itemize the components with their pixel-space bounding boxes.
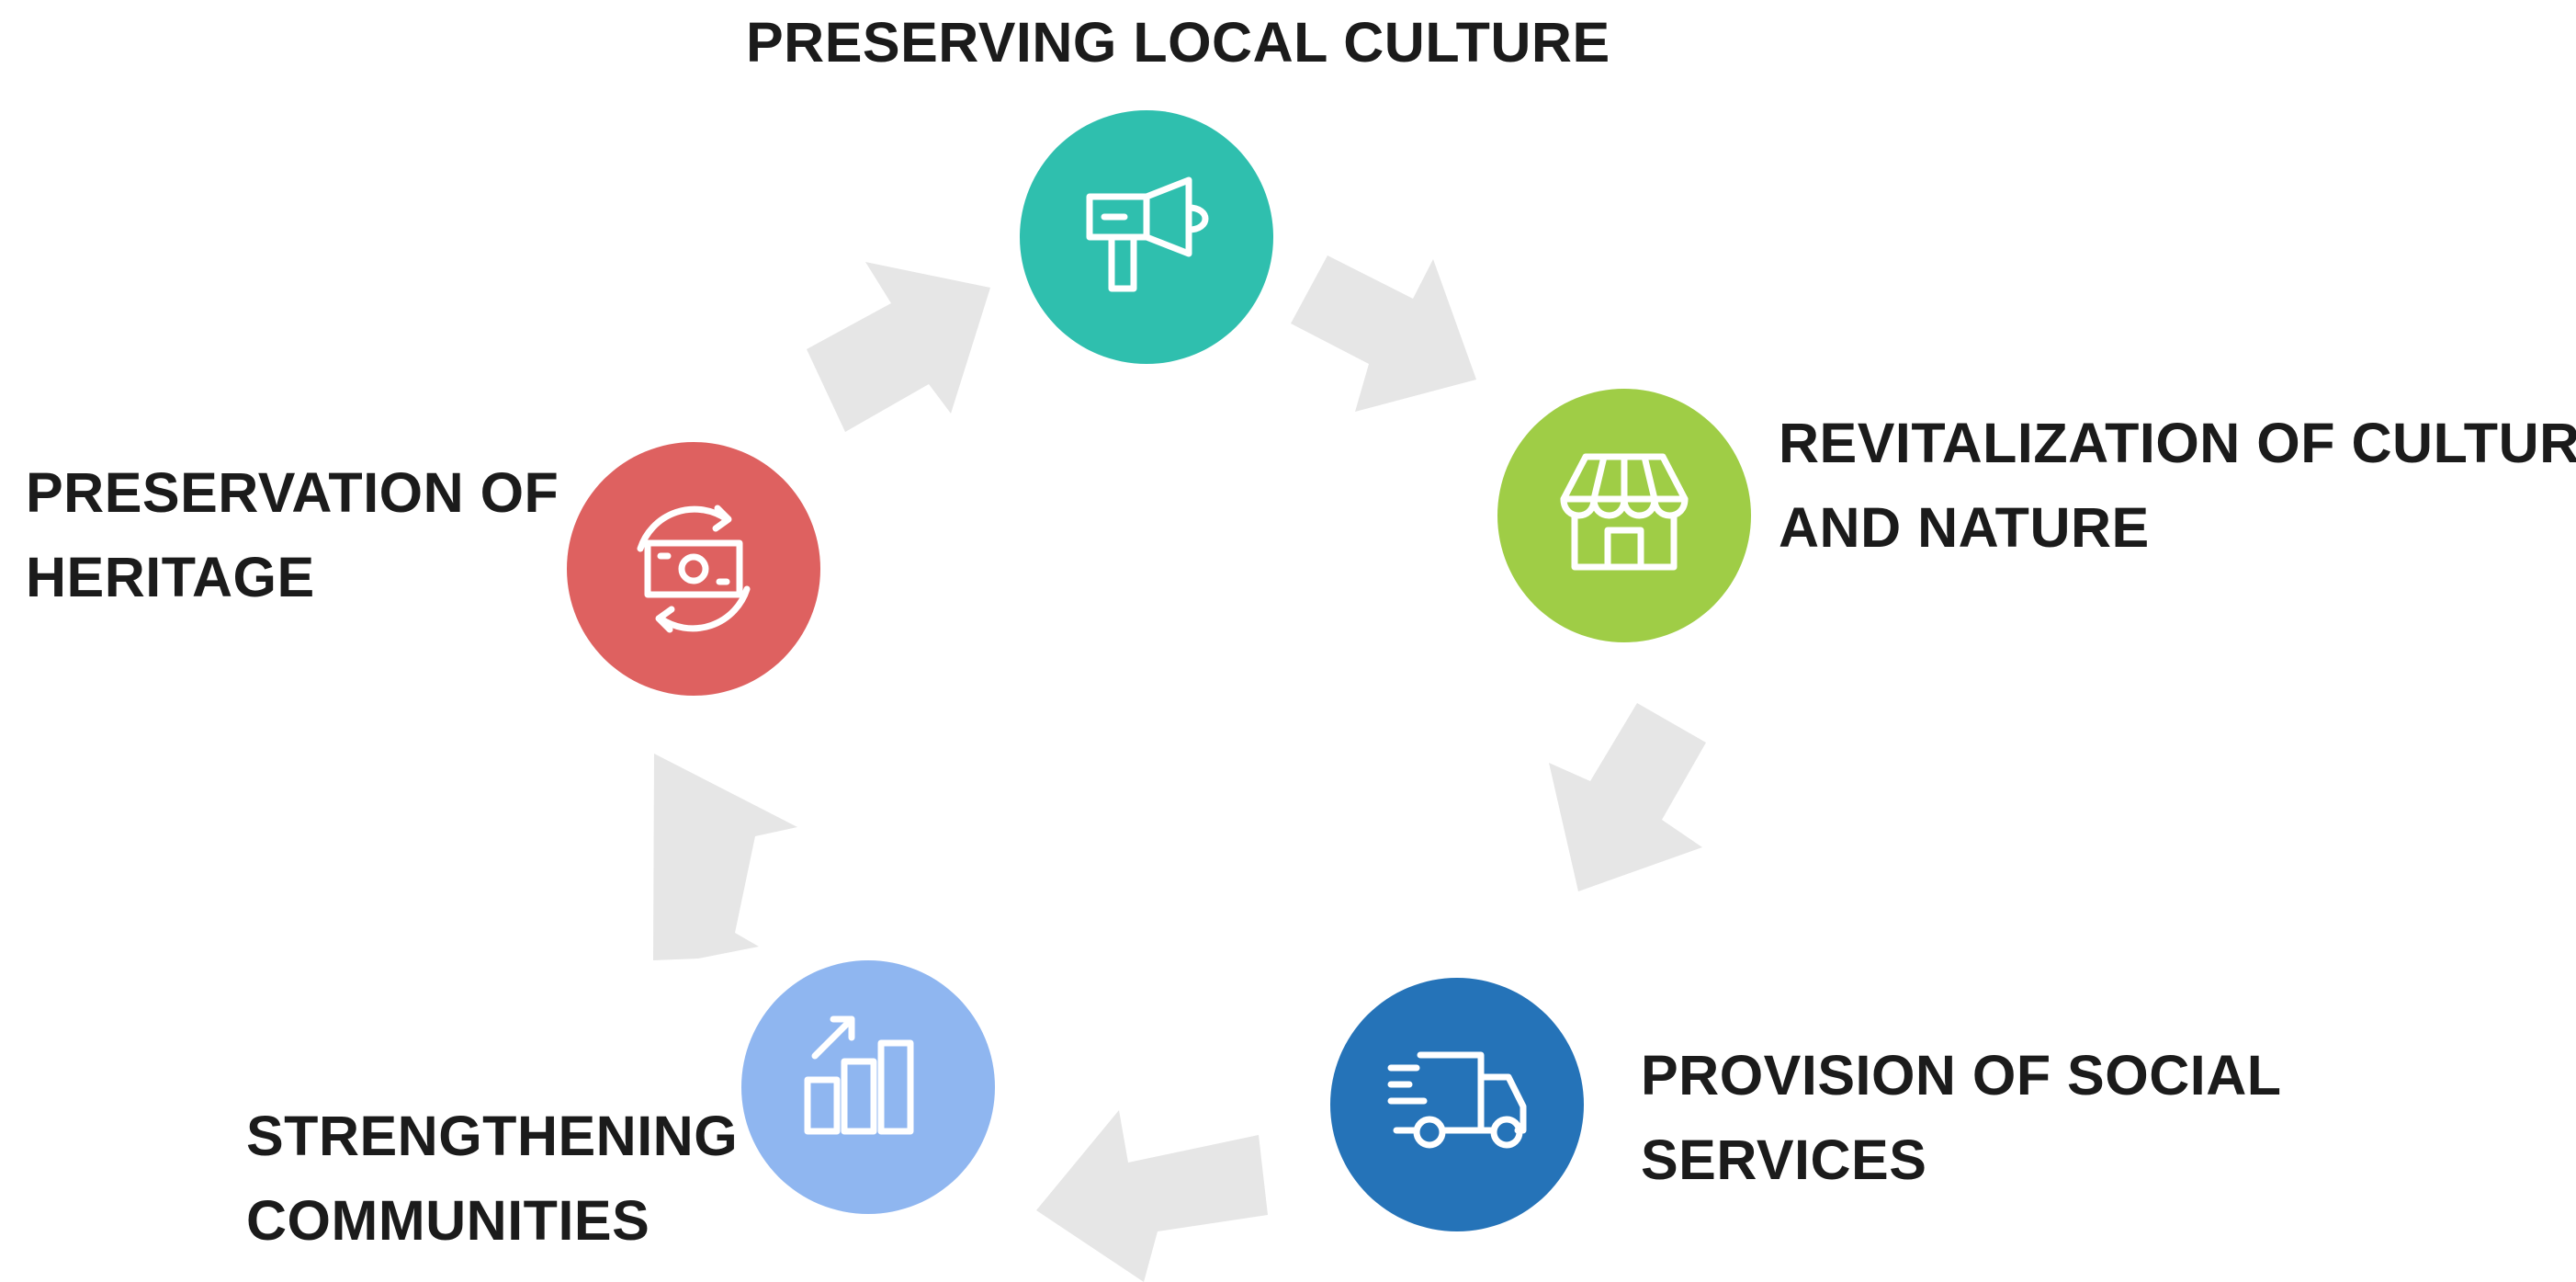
node-label-top: PRESERVING LOCAL CULTURE bbox=[746, 0, 1610, 85]
node-circle-bottom-left bbox=[741, 960, 995, 1214]
delivery-truck-icon bbox=[1387, 1051, 1527, 1149]
node-label-line: PROVISION OF SOCIAL bbox=[1641, 1044, 2282, 1106]
node-label-bottom-right: PROVISION OF SOCIAL SERVICES bbox=[1641, 1033, 2282, 1202]
node-label-line: HERITAGE bbox=[26, 546, 315, 608]
node-circle-left bbox=[567, 442, 820, 696]
arrow-right-to-bottom-right bbox=[1549, 703, 1706, 891]
megaphone-icon bbox=[1086, 176, 1209, 292]
money-cycle-icon bbox=[637, 505, 751, 633]
arrow-left-to-top bbox=[807, 262, 990, 432]
node-label-line: COMMUNITIES bbox=[246, 1189, 650, 1252]
node-label-left: PRESERVATION OF HERITAGE bbox=[26, 450, 559, 619]
node-label-line: STRENGTHENING bbox=[246, 1105, 739, 1167]
node-label-line: PRESERVING LOCAL CULTURE bbox=[746, 11, 1610, 74]
growth-chart-icon bbox=[804, 1015, 914, 1135]
node-label-line: PRESERVATION OF bbox=[26, 461, 559, 524]
node-label-line: REVITALIZATION OF CULTURE bbox=[1779, 412, 2576, 474]
arrow-bottom-left-to-left bbox=[653, 754, 797, 960]
node-circle-right bbox=[1497, 389, 1751, 642]
node-circle-bottom-right bbox=[1330, 978, 1584, 1231]
node-label-line: SERVICES bbox=[1641, 1129, 1927, 1191]
arrow-bottom-right-to-bottom-left bbox=[1036, 1110, 1268, 1282]
storefront-icon bbox=[1560, 453, 1689, 571]
node-label-right: REVITALIZATION OF CULTURE AND NATURE bbox=[1779, 401, 2576, 570]
arrow-top-to-right bbox=[1291, 255, 1476, 412]
node-label-bottom-left: STRENGTHENING COMMUNITIES bbox=[246, 1094, 738, 1263]
node-label-line: AND NATURE bbox=[1779, 496, 2150, 559]
